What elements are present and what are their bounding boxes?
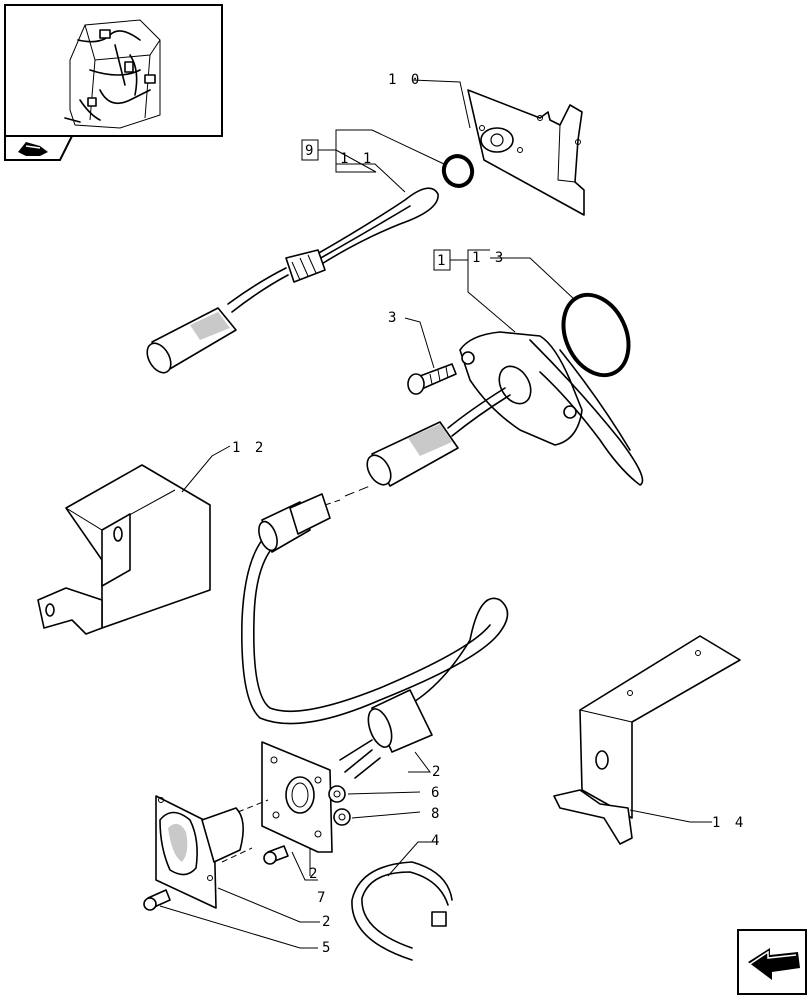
label-8: 8 xyxy=(431,806,442,822)
bolt-part-3 xyxy=(407,363,457,395)
label-4: 4 xyxy=(431,833,442,849)
label-9: 9 xyxy=(305,143,316,159)
bracket-line-9-11 xyxy=(318,129,377,173)
label-11: 1 1 xyxy=(340,151,374,167)
o-ring-part-9 xyxy=(441,154,475,188)
screw-part-7 xyxy=(263,845,289,865)
label-6: 6 xyxy=(431,785,442,801)
bracket-part-14 xyxy=(553,635,741,845)
nut-part-6 xyxy=(328,785,346,803)
tractor-cab-thumbnail-icon xyxy=(64,19,161,129)
o-ring-part-13 xyxy=(561,292,631,378)
screw-part-5 xyxy=(143,889,171,911)
label-1: 1 xyxy=(437,253,448,269)
socket-part-2 xyxy=(155,795,269,909)
label-13: 1 3 xyxy=(472,250,506,266)
label-14: 1 4 xyxy=(712,815,746,831)
sensor-part-11 xyxy=(146,187,439,374)
nut-part-8 xyxy=(333,808,351,826)
cable-connector-part-2 xyxy=(241,485,509,779)
label-5: 5 xyxy=(322,940,333,956)
bracket-part-12 xyxy=(37,464,211,635)
gasket-plate-part-10 xyxy=(467,89,585,216)
label-3: 3 xyxy=(388,310,399,326)
label-10: 1 0 xyxy=(388,72,422,88)
label-2c: 2 xyxy=(322,914,333,930)
socket-plate-part-2 xyxy=(261,741,333,853)
label-7: 7 xyxy=(317,890,328,906)
leader-lines xyxy=(159,79,712,949)
book-index-icon[interactable] xyxy=(4,135,74,161)
label-2a: 2 xyxy=(432,764,443,780)
next-page-arrow-icon[interactable] xyxy=(737,929,807,995)
sensor-flange-part-1 xyxy=(366,331,644,487)
thumbnail-panel[interactable] xyxy=(4,4,223,137)
label-2b: 2 xyxy=(309,866,320,882)
clamp-part-4 xyxy=(351,861,453,961)
label-12: 1 2 xyxy=(232,440,266,456)
bracket-line-1-13 xyxy=(450,249,490,272)
